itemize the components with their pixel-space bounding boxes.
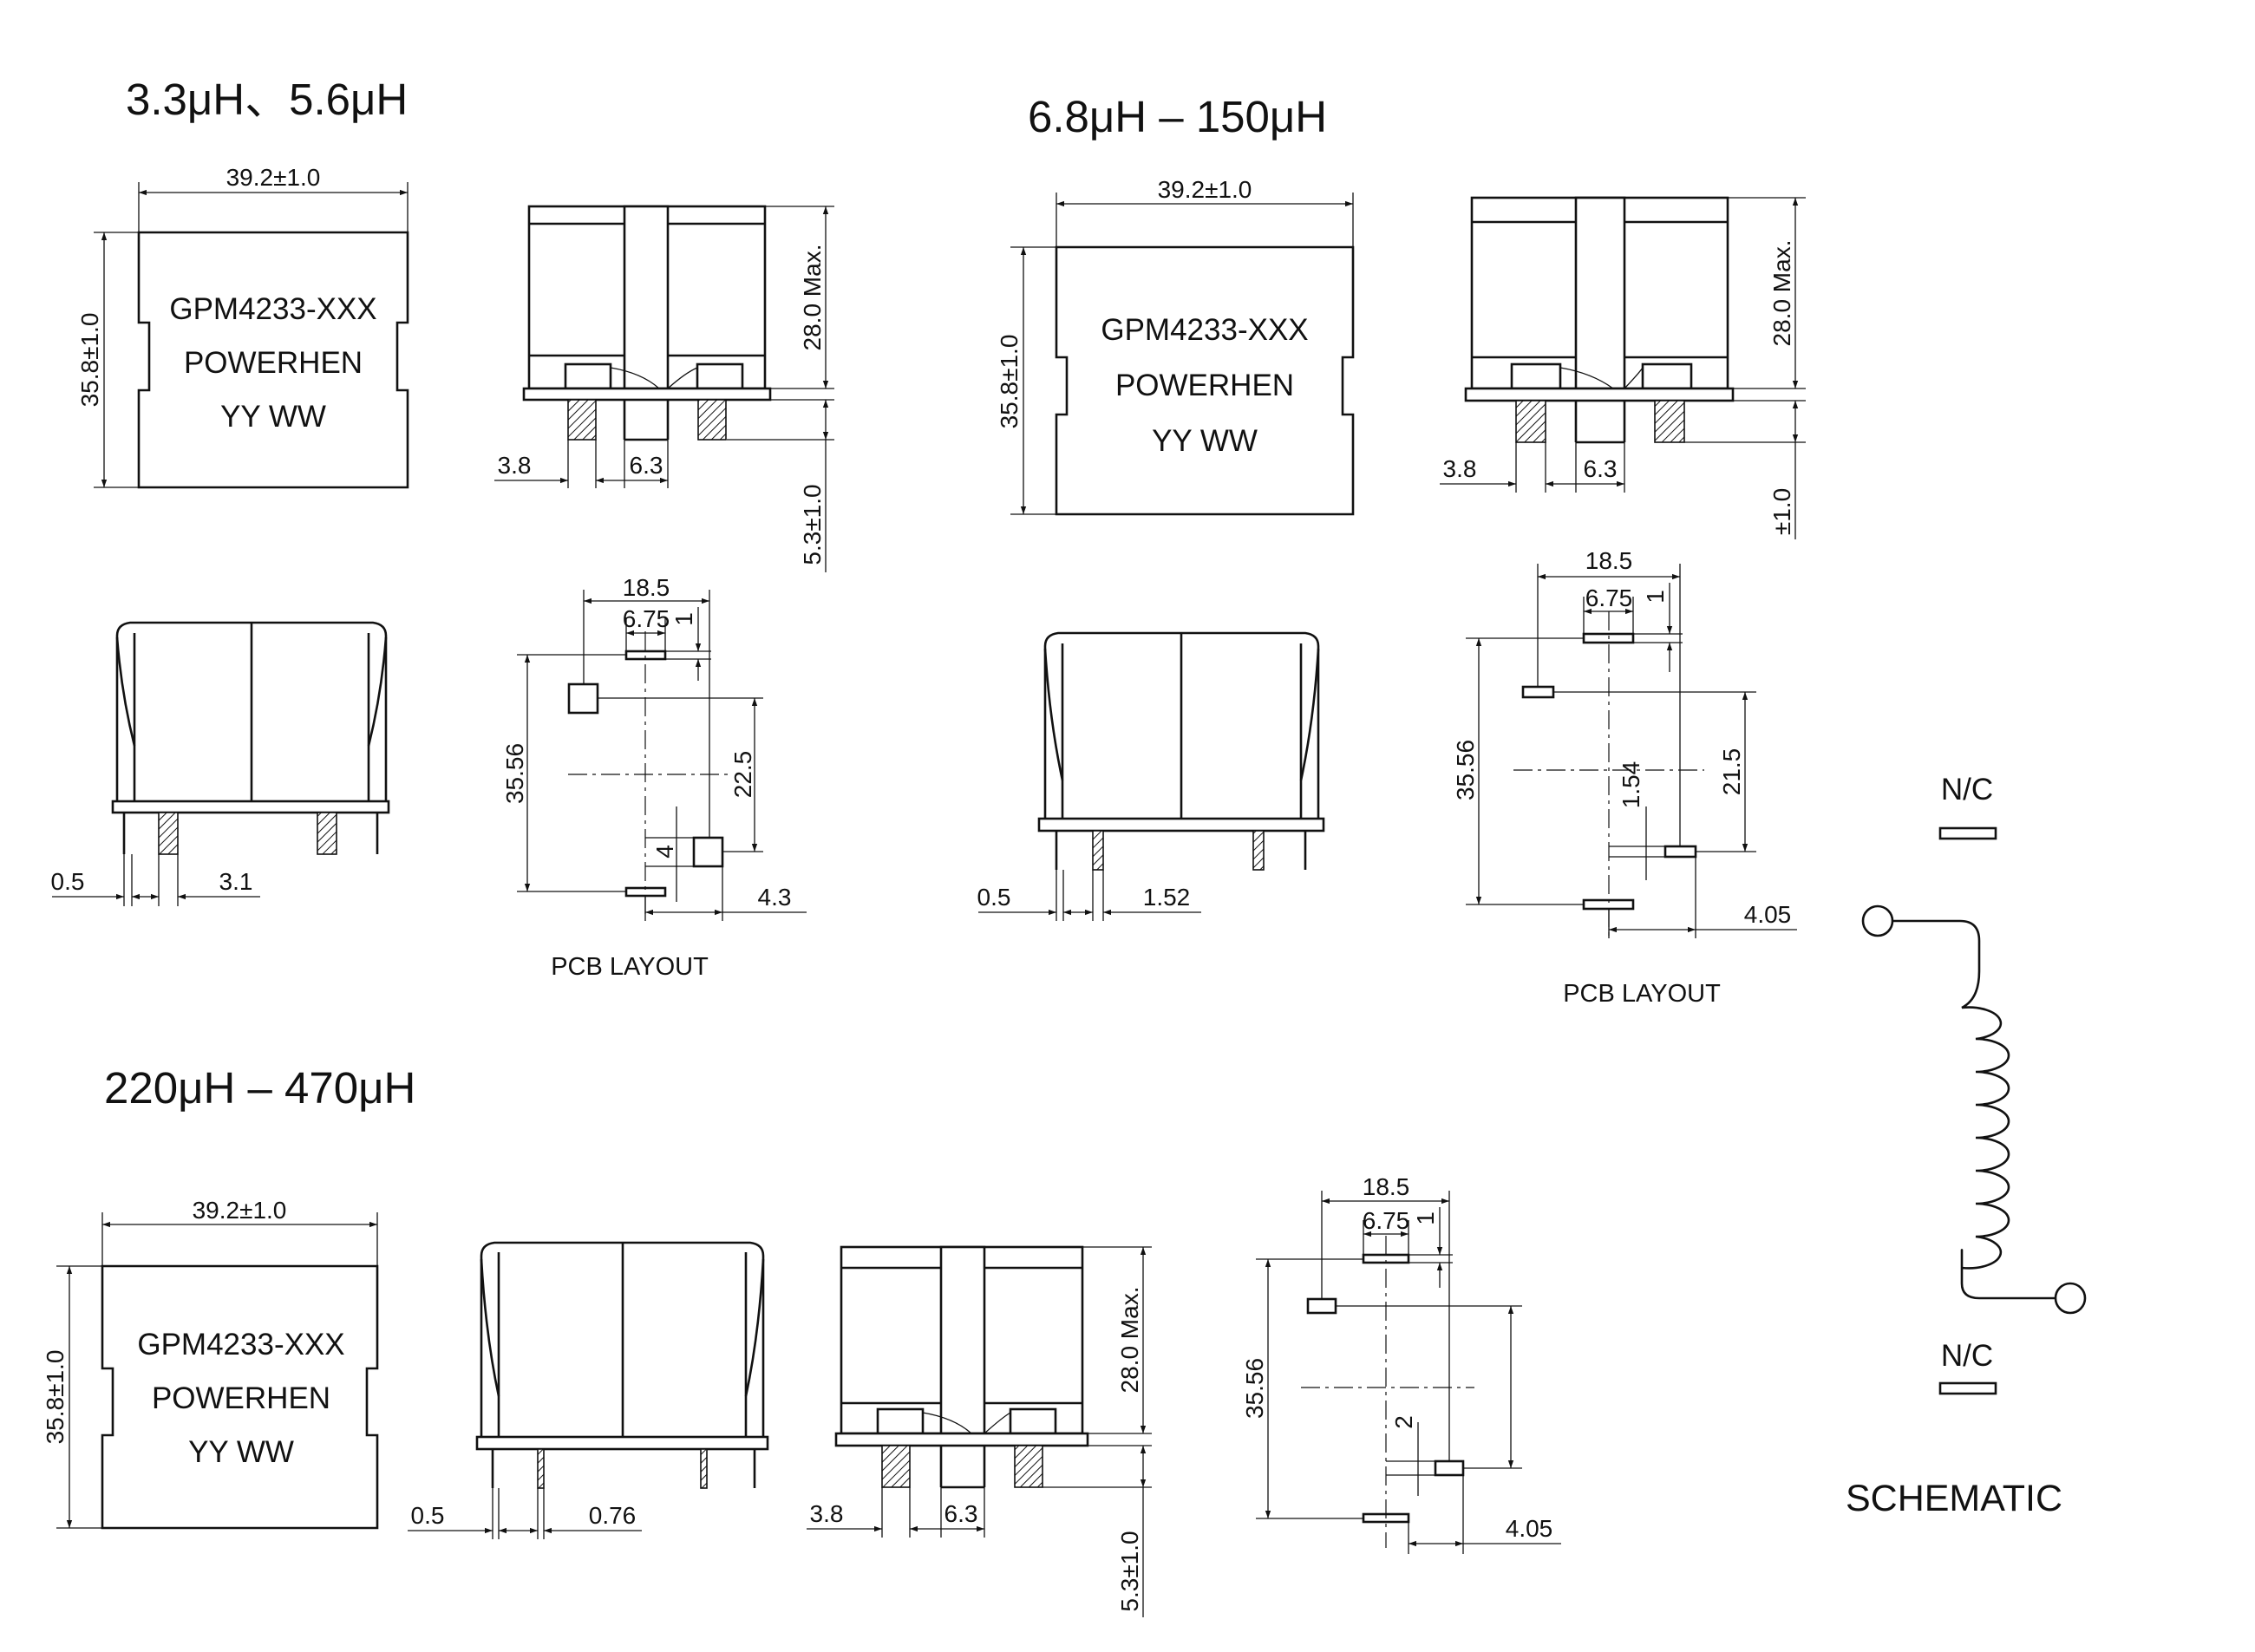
g3-pcb-height-dim: 35.56 — [1241, 1358, 1268, 1419]
g1-max-height-dim: 28.0 Max. — [799, 245, 826, 351]
group2-heading: 6.8μH – 150μH — [1028, 92, 1327, 141]
g1-height-dim: 35.8±1.0 — [76, 313, 103, 408]
group3-pcb-layout: 18.5 6.75 1 35.56 2 4.0 — [1241, 1173, 1561, 1554]
g3-pin-spacing-dim: 6.3 — [944, 1500, 978, 1527]
g1-pin-spacing-dim: 6.3 — [630, 452, 663, 479]
g2-standoff-dim: ±1.0 — [1768, 488, 1795, 535]
g3-pad-gap-dim: 2 — [1390, 1415, 1417, 1429]
g1-pad-size-dim: 1 — [670, 612, 697, 626]
g3-standoff-dim: 5.3±1.0 — [1116, 1531, 1143, 1611]
g3-pad-spacing-dim: 6.75 — [1363, 1207, 1410, 1234]
group3-heading: 220μH – 470μH — [104, 1063, 415, 1113]
schematic-title: SCHEMATIC — [1846, 1478, 2062, 1519]
group1-side-view: 28.0 Max. 5.3±1.0 3.8 6.3 — [494, 205, 834, 572]
g1-standoff-dim: 5.3±1.0 — [799, 484, 826, 565]
nc-pad-top — [1938, 826, 1997, 840]
group1-pcb-layout: 18.5 6.75 1 35.56 22.5 4 — [501, 574, 807, 981]
g3-width-dim: 39.2±1.0 — [193, 1197, 287, 1224]
g2-pad-gap-dim: 1.54 — [1618, 761, 1644, 809]
g1-pcb-width-dim: 18.5 — [623, 574, 670, 601]
group2-pcb-layout: 18.5 6.75 1 35.56 21.5 1.54 — [1452, 547, 1797, 1008]
g2-inner-dim: 21.5 — [1718, 748, 1745, 796]
nc-label-bottom: N/C — [1941, 1339, 1993, 1373]
g1-pin-offset-dim: 3.8 — [498, 452, 532, 479]
g3-offset-dim: 4.05 — [1506, 1515, 1553, 1542]
group1-heading: 3.3μH、5.6μH — [126, 75, 408, 124]
g3-height-dim: 35.8±1.0 — [42, 1350, 69, 1445]
g1-pcb-caption: PCB LAYOUT — [551, 953, 709, 981]
g1-marking-part: GPM4233-XXX — [169, 292, 376, 326]
g3-marking-date: YY WW — [188, 1435, 294, 1469]
g1-pad-gap-dim: 4 — [651, 845, 678, 859]
g3-marking-part: GPM4233-XXX — [137, 1328, 344, 1361]
g2-pin-thickness-dim: 0.5 — [977, 884, 1011, 911]
nc-label-top: N/C — [1941, 773, 1993, 806]
g2-pin-width-dim: 1.52 — [1143, 884, 1191, 911]
group3: 220μH – 470μH 39.2±1.0 35.8±1.0 GPM4233-… — [42, 1063, 1561, 1617]
group1-front-view: 0.5 3.1 — [51, 621, 390, 906]
g1-inner-dim: 22.5 — [729, 751, 756, 799]
g2-pin-offset-dim: 3.8 — [1443, 455, 1477, 482]
group3-side-view: 28.0 Max. 5.3±1.0 3.8 6.3 — [807, 1245, 1152, 1617]
g2-pcb-height-dim: 35.56 — [1452, 740, 1479, 800]
g3-pin-thickness-dim: 0.5 — [411, 1502, 445, 1529]
g3-pcb-width-dim: 18.5 — [1363, 1173, 1410, 1200]
g2-width-dim: 39.2±1.0 — [1158, 176, 1252, 203]
g2-pad-size-dim: 1 — [1642, 590, 1669, 604]
g1-marking-brand: POWERHEN — [184, 346, 363, 380]
terminal-end — [2054, 1282, 2087, 1315]
g2-pad-spacing-dim: 6.75 — [1585, 584, 1633, 611]
g1-pin-thickness-dim: 0.5 — [51, 868, 85, 895]
g2-marking-part: GPM4233-XXX — [1101, 313, 1308, 347]
g1-pcb-height-dim: 35.56 — [501, 743, 528, 804]
g3-pin-offset-dim: 3.8 — [810, 1500, 844, 1527]
g2-pcb-width-dim: 18.5 — [1585, 547, 1633, 574]
group2: 6.8μH – 150μH 39.2±1.0 35.8±1.0 GPM4233-… — [977, 92, 1806, 1008]
group2-top-view: 39.2±1.0 35.8±1.0 GPM4233-XXX POWERHEN Y… — [996, 176, 1355, 516]
g3-pad-size-dim: 1 — [1412, 1211, 1439, 1225]
schematic: N/C N/C SCHEMATIC — [1846, 773, 2087, 1519]
g2-marking-date: YY WW — [1152, 424, 1258, 458]
group2-side-view: 28.0 Max. ±1.0 3.8 6.3 — [1440, 196, 1806, 539]
inductor-coil — [1892, 919, 2056, 1300]
g1-pin-width-dim: 3.1 — [219, 868, 253, 895]
g2-offset-dim: 4.05 — [1744, 901, 1792, 928]
g3-marking-brand: POWERHEN — [152, 1381, 330, 1415]
g1-marking-date: YY WW — [220, 400, 326, 434]
g2-marking-brand: POWERHEN — [1115, 369, 1294, 402]
g2-max-height-dim: 28.0 Max. — [1768, 240, 1795, 347]
g1-pad-spacing-dim: 6.75 — [623, 605, 670, 632]
g3-pin-width-dim: 0.76 — [589, 1502, 637, 1529]
g3-max-height-dim: 28.0 Max. — [1116, 1287, 1143, 1394]
terminal-start — [1861, 904, 1894, 937]
group3-top-view: 39.2±1.0 35.8±1.0 GPM4233-XXX POWERHEN Y… — [42, 1197, 379, 1530]
g1-width-dim: 39.2±1.0 — [226, 164, 321, 191]
g2-height-dim: 35.8±1.0 — [996, 335, 1023, 429]
group1-top-view: 39.2±1.0 35.8±1.0 GPM4233-XXX POWERHEN Y… — [76, 164, 409, 489]
g2-pcb-caption: PCB LAYOUT — [1563, 980, 1721, 1008]
g1-offset-dim: 4.3 — [758, 884, 792, 911]
group3-front-view: 0.5 0.76 — [408, 1241, 769, 1539]
group1: 3.3μH、5.6μH 39.2±1.0 35.8±1.0 GPM4233-XX… — [51, 75, 834, 981]
g2-pin-spacing-dim: 6.3 — [1584, 455, 1618, 482]
nc-pad-bottom — [1938, 1381, 1997, 1395]
group2-front-view: 0.5 1.52 — [977, 631, 1325, 921]
